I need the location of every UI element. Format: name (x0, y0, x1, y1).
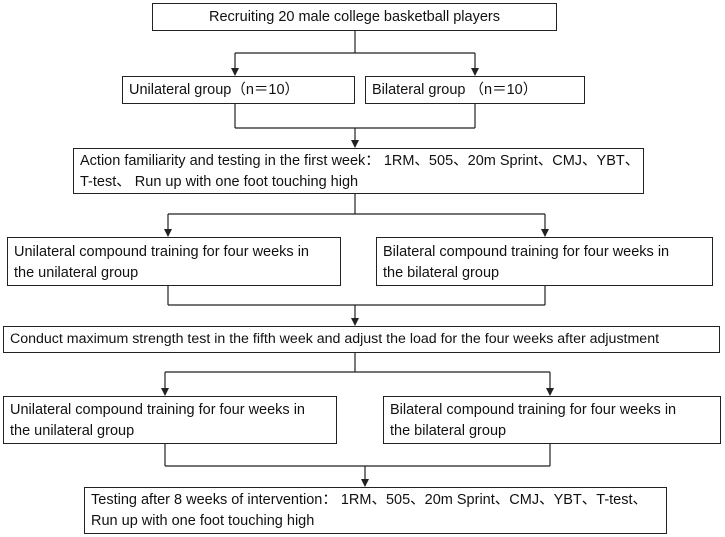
unilateral-group-box-line-1: Unilateral group（n＝10） (129, 82, 300, 98)
final-test-box: Testing after 8 weeks of intervention： 1… (84, 487, 667, 534)
familiarity-box: Action familiarity and testing in the fi… (73, 148, 644, 194)
uni-train-1-box-line-1: Unilateral compound training for four we… (14, 244, 309, 260)
bilateral-group-box: Bilateral group （n＝10） (365, 76, 585, 104)
bi-train-2-box-line-1: Bilateral compound training for four wee… (390, 402, 677, 418)
max-strength-box: Conduct maximum strength test in the fif… (3, 326, 720, 353)
recruit-box: Recruiting 20 male college basketball pl… (152, 3, 557, 31)
uni-train-2-box-line-2: the unilateral group (10, 423, 135, 439)
recruit-box-line-1: Recruiting 20 male college basketball pl… (209, 9, 500, 25)
bi-train-2-box: Bilateral compound training for four wee… (383, 396, 721, 444)
final-test-box-line-1: Testing after 8 weeks of intervention： 1… (91, 492, 648, 508)
max-strength-box-line-1: Conduct maximum strength test in the fif… (10, 331, 660, 347)
final-test-box-line-2: Run up with one foot touching high (91, 513, 315, 529)
familiarity-box-line-2: T-test、 Run up with one foot touching hi… (80, 174, 359, 190)
bi-train-1-box-line-2: the bilateral group (383, 265, 500, 281)
bilateral-group-box-line-1: Bilateral group （n＝10） (372, 82, 538, 98)
uni-train-1-box: Unilateral compound training for four we… (7, 237, 341, 286)
unilateral-group-box: Unilateral group（n＝10） (122, 76, 355, 104)
uni-train-2-box: Unilateral compound training for four we… (3, 396, 337, 444)
uni-train-1-box-line-2: the unilateral group (14, 265, 139, 281)
bi-train-2-box-line-2: the bilateral group (390, 423, 507, 439)
familiarity-box-line-1: Action familiarity and testing in the fi… (80, 153, 640, 169)
bi-train-1-box: Bilateral compound training for four wee… (376, 237, 713, 286)
bi-train-1-box-line-1: Bilateral compound training for four wee… (383, 244, 670, 260)
uni-train-2-box-line-1: Unilateral compound training for four we… (10, 402, 305, 418)
